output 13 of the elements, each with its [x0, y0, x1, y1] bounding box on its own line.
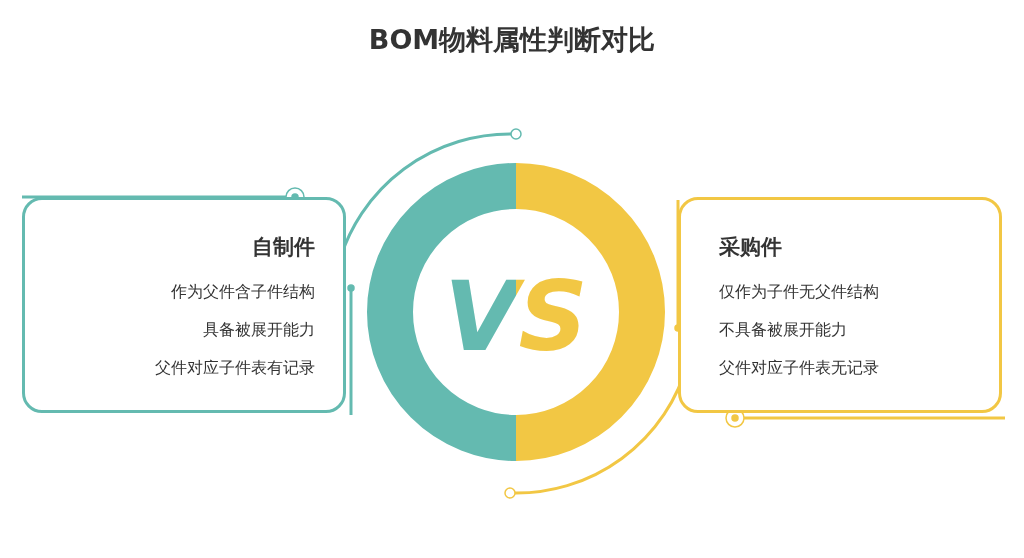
- vs-text: VS: [444, 261, 588, 373]
- feature-text: 具备被展开能力: [203, 320, 315, 341]
- feature-text: 作为父件含子件结构: [171, 282, 315, 303]
- feature-text: 父件对应子件表无记录: [719, 358, 879, 379]
- feature-text: 父件对应子件表有记录: [155, 358, 315, 379]
- comparison-card: [678, 197, 1002, 413]
- feature-text: 仅作为子件无父件结构: [719, 282, 879, 303]
- card-heading: 采购件: [719, 234, 782, 261]
- title: BOM物料属性判断对比: [367, 23, 657, 57]
- vs-ring: [367, 163, 665, 461]
- feature-text: 不具备被展开能力: [719, 320, 847, 341]
- comparison-card: [22, 197, 346, 413]
- card-heading: 自制件: [252, 234, 315, 261]
